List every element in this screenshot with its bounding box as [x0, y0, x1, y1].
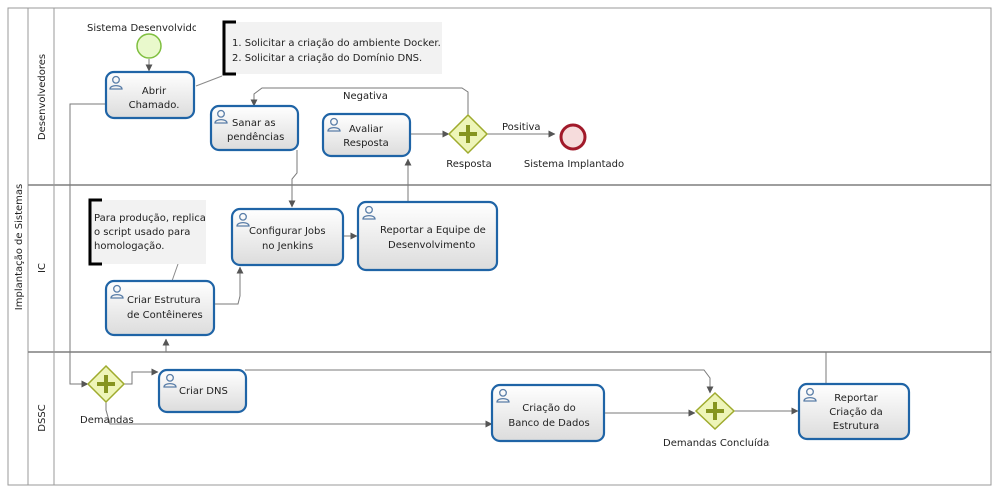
gateway-resposta-label: Resposta	[446, 159, 492, 170]
task-criar-estrutura[interactable]: Criar Estrutura de Contêineres	[104, 279, 216, 337]
annotation-ic-box	[88, 200, 206, 264]
task-reportar-estrutura-line-1: Reportar	[834, 393, 878, 404]
pool-border	[7, 7, 992, 486]
task-configurar-jenkins-box[interactable]	[230, 207, 345, 267]
task-sanar-pendencias-line-1: Sanar as	[232, 118, 276, 129]
user-icon	[110, 284, 124, 299]
annotation-ic-bracket	[88, 198, 102, 266]
task-abrir-chamado-line-1: Abrir	[142, 86, 167, 97]
task-criar-dns-box[interactable]	[157, 368, 248, 414]
user-icon	[163, 373, 177, 388]
user-icon	[214, 109, 228, 124]
flow-dns-to-concluidas	[245, 369, 714, 394]
flow-reportar-to-criar	[162, 338, 827, 384]
task-reportar-estrutura-box[interactable]	[797, 382, 911, 441]
flow-label-negativa: Negativa	[343, 91, 388, 102]
lane-label-dssc: DSSC	[37, 404, 48, 431]
flow-criar-to-jenkins	[214, 266, 244, 305]
user-icon	[496, 388, 510, 403]
task-abrir-chamado-line-2: Chamado.	[129, 100, 180, 111]
end-event-circle[interactable]	[559, 123, 587, 151]
task-avaliar-resposta-line-2: Resposta	[343, 138, 389, 149]
task-abrir-chamado[interactable]: Abrir Chamado.	[104, 70, 196, 120]
task-criacao-banco-line-1: Criação do	[522, 403, 575, 414]
task-configurar-jenkins[interactable]: Configurar Jobs no Jenkins	[230, 207, 345, 267]
task-sanar-pendencias[interactable]: Sanar as pendências	[209, 104, 300, 152]
task-reportar-estrutura-line-2: Criação da	[829, 407, 882, 418]
task-avaliar-resposta-box[interactable]	[321, 112, 412, 158]
flow-label-positiva: Positiva	[502, 122, 541, 133]
task-reportar-desenvolvimento-box[interactable]	[356, 200, 499, 272]
sequence-flows	[69, 59, 827, 428]
annotation-dev-line-2: 2. Solicitar a criação do Domínio DNS.	[232, 52, 422, 64]
task-criacao-banco-line-2: Banco de Dados	[508, 418, 589, 429]
task-configurar-jenkins-line-1: Configurar Jobs	[249, 226, 326, 237]
task-reportar-desenvolvimento-line-2: Desenvolvimento	[388, 240, 475, 251]
gateway-demandas-concluidas-label: Demandas Concluídas	[663, 437, 774, 449]
task-reportar-estrutura[interactable]: Reportar Criação da Estrutura	[797, 382, 911, 441]
flow-demandas-to-banco	[105, 398, 493, 428]
task-avaliar-resposta-line-1: Avaliar	[349, 124, 384, 135]
user-icon	[327, 117, 341, 132]
gateway-resposta-cross	[459, 125, 477, 143]
user-icon	[803, 387, 817, 402]
start-event-circle[interactable]	[136, 33, 162, 59]
gateway-demandas-concluidas[interactable]: Demandas Concluídas	[663, 391, 774, 449]
task-reportar-estrutura-line-3: Estrutura	[833, 421, 879, 432]
task-criar-estrutura-line-2: de Contêineres	[127, 309, 203, 321]
association-ic	[171, 263, 179, 282]
annotation-ic-line-2: o script usado para	[94, 227, 190, 238]
annotation-dev-box	[222, 22, 442, 74]
end-event-label: Sistema Implantado	[524, 159, 624, 170]
gateway-demandas[interactable]: Demandas	[80, 364, 134, 426]
user-icon	[109, 75, 123, 90]
user-icon	[362, 205, 376, 220]
task-reportar-desenvolvimento[interactable]: Reportar a Equipe de Desenvolvimento	[356, 200, 499, 272]
annotation-ic-line-1: Para produção, replicar	[94, 213, 211, 224]
task-criar-dns-line-1: Criar DNS	[179, 386, 228, 397]
task-criar-estrutura-line-1: Criar Estrutura	[127, 295, 201, 306]
task-avaliar-resposta[interactable]: Avaliar Resposta	[321, 112, 412, 158]
gateway-demandas-cross	[97, 375, 115, 393]
task-criar-dns[interactable]: Criar DNS	[157, 368, 248, 414]
flow-abrir-to-demandas	[69, 103, 106, 388]
task-criar-estrutura-box[interactable]	[104, 279, 216, 337]
lane-label-dev: Desenvolvedores	[37, 54, 48, 140]
annotation-ic: Para produção, replicar o script usado p…	[88, 198, 211, 266]
pool-label: Implantação de Sistemas	[14, 184, 25, 310]
task-sanar-pendencias-box[interactable]	[209, 104, 300, 152]
start-event-label: Sistema Desenvolvido	[87, 23, 198, 34]
flow-demandas-to-dns	[124, 368, 159, 385]
annotation-dev-line-1: 1. Solicitar a criação do ambiente Docke…	[232, 38, 441, 49]
task-configurar-jenkins-line-2: no Jenkins	[262, 241, 313, 252]
lane-label-ic: IC	[37, 263, 48, 273]
task-criacao-banco-box[interactable]	[490, 383, 606, 443]
flow-resposta-to-sanar	[250, 87, 469, 117]
gateway-demandas-concluidas-cross	[706, 402, 724, 420]
task-reportar-desenvolvimento-line-1: Reportar a Equipe de	[380, 225, 486, 236]
task-criacao-banco[interactable]: Criação do Banco de Dados	[490, 383, 606, 443]
annotation-dev: 1. Solicitar a criação do ambiente Docke…	[222, 20, 442, 76]
annotation-ic-line-3: homologação.	[94, 241, 164, 252]
association-dev	[195, 75, 223, 87]
gateway-resposta[interactable]: Resposta	[446, 113, 492, 170]
task-sanar-pendencias-line-2: pendências	[227, 131, 284, 143]
flow-sanar-to-jenkins	[288, 150, 298, 208]
annotation-dev-bracket	[222, 20, 236, 76]
user-icon	[236, 212, 250, 227]
gateway-demandas-label: Demandas	[80, 415, 134, 426]
task-abrir-chamado-box[interactable]	[104, 70, 196, 120]
end-event[interactable]: Sistema Implantado	[524, 123, 624, 170]
start-event[interactable]: Sistema Desenvolvido	[87, 23, 198, 59]
